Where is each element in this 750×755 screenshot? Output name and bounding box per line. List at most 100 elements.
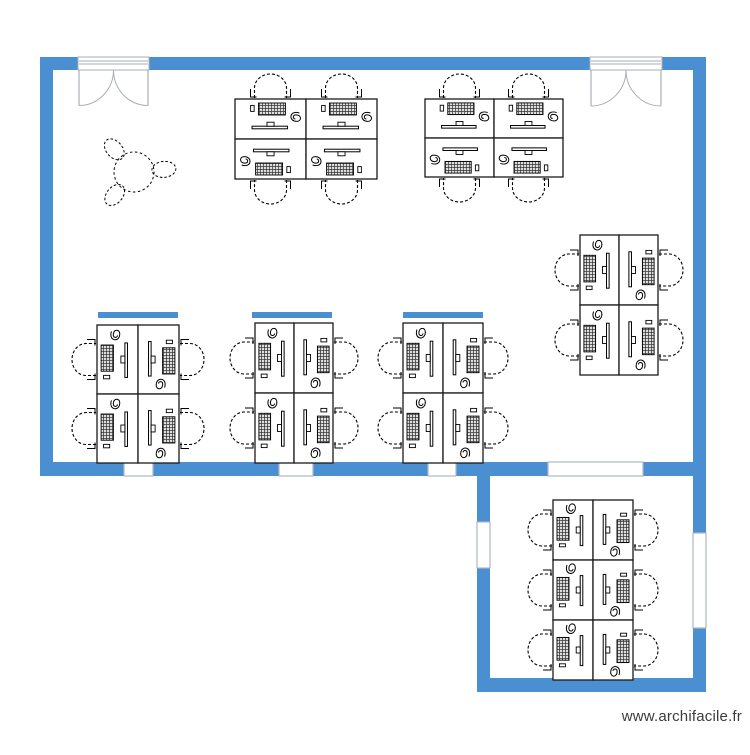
desk-workstation[interactable] — [234, 73, 307, 140]
phone-icon — [547, 111, 559, 122]
phone-icon — [592, 309, 603, 321]
office-chair — [659, 249, 684, 291]
desk-workstation[interactable] — [137, 393, 205, 464]
desk-workstation[interactable] — [305, 138, 378, 205]
office-chair — [484, 407, 509, 449]
desk-workstation[interactable] — [377, 392, 444, 464]
desk-workstation[interactable] — [493, 73, 564, 139]
desk-workstation[interactable] — [592, 499, 659, 561]
office-chair — [180, 339, 205, 380]
bottom-wall[interactable] — [40, 462, 706, 476]
chair-armrests — [543, 569, 552, 611]
door-swing-arc-left — [590, 69, 627, 107]
monitor-stand — [120, 424, 126, 433]
annex-bottom-wall[interactable] — [477, 678, 706, 692]
chair-back — [511, 73, 546, 98]
office-chair — [634, 569, 659, 611]
monitor-stand — [306, 424, 311, 432]
chair-armrests — [543, 509, 552, 551]
mouse — [620, 512, 628, 517]
desk-workstation[interactable] — [137, 324, 205, 395]
mouse — [508, 104, 514, 112]
chair-armrests — [245, 407, 254, 449]
office-chair — [439, 178, 480, 203]
chair-back — [324, 73, 359, 98]
monitor-stand — [266, 121, 275, 127]
phone-icon — [429, 154, 441, 165]
window-bottom-2[interactable] — [278, 461, 314, 477]
partition-3[interactable] — [403, 312, 483, 318]
mouse — [408, 443, 416, 449]
annex-left-wall[interactable] — [477, 462, 490, 692]
mouse — [585, 355, 593, 361]
double-door-left[interactable] — [77, 56, 150, 106]
desk-workstation[interactable] — [293, 392, 359, 464]
mouse — [165, 339, 173, 345]
desk-workstation[interactable] — [305, 73, 378, 140]
desk-workstation[interactable] — [424, 73, 495, 139]
desk-workstation[interactable] — [234, 138, 307, 205]
desk-workstation[interactable] — [493, 137, 564, 203]
keyboard — [447, 102, 475, 116]
desk-workstation[interactable] — [71, 393, 139, 464]
window-annex-right[interactable] — [692, 532, 707, 629]
partition-2[interactable] — [252, 312, 332, 318]
desk-workstation[interactable] — [424, 137, 495, 203]
desk-workstation[interactable] — [229, 392, 295, 464]
desk-workstation[interactable] — [592, 619, 659, 681]
keyboard — [316, 415, 330, 444]
chair-back — [377, 411, 402, 445]
desk-workstation[interactable] — [377, 322, 444, 394]
desk-workstation[interactable] — [527, 499, 594, 561]
phone-icon — [635, 359, 646, 371]
chair-armrests — [439, 178, 480, 187]
chair-back — [229, 411, 254, 445]
desk-workstation[interactable] — [554, 304, 620, 376]
desk-workstation[interactable] — [554, 234, 620, 306]
round-table-with-chairs[interactable] — [100, 135, 177, 209]
keyboard — [258, 342, 272, 371]
keyboard — [406, 412, 420, 441]
keyboard — [556, 516, 570, 541]
keyboard — [513, 160, 541, 174]
office-chair — [250, 180, 291, 205]
mouse — [558, 543, 566, 548]
window-bottom-3[interactable] — [427, 461, 457, 477]
desk-workstation[interactable] — [442, 392, 509, 464]
office-chair — [71, 339, 96, 380]
desk-workstation[interactable] — [592, 559, 659, 621]
mouse — [408, 373, 416, 379]
window-annex-top[interactable] — [547, 461, 644, 477]
chair-armrests — [245, 337, 254, 379]
left-wall[interactable] — [40, 57, 53, 476]
chair-back — [71, 342, 96, 377]
chair-back — [334, 341, 359, 375]
monitor-stand — [602, 336, 607, 344]
partition-1[interactable] — [98, 312, 178, 318]
phone-icon — [610, 666, 621, 677]
desk-workstation[interactable] — [527, 559, 594, 621]
desk-workstation[interactable] — [618, 304, 684, 376]
monitor-stand — [605, 646, 611, 654]
desk-workstation[interactable] — [71, 324, 139, 395]
office-chair — [229, 337, 254, 379]
chair-back — [634, 633, 659, 667]
double-door-right[interactable] — [589, 56, 663, 107]
phone-icon — [310, 377, 321, 389]
office-chair — [71, 408, 96, 449]
window-bottom-1[interactable] — [123, 461, 154, 477]
desk-workstation[interactable] — [293, 322, 359, 394]
window-annex-left[interactable] — [476, 521, 491, 569]
top-wall[interactable] — [40, 57, 706, 70]
chair-armrests — [634, 569, 643, 611]
desk-workstation[interactable] — [618, 234, 684, 306]
desk-workstation[interactable] — [442, 322, 509, 394]
desk-workstation[interactable] — [527, 619, 594, 681]
keyboard — [616, 579, 630, 604]
keyboard — [616, 639, 630, 664]
chair-armrests — [87, 339, 96, 380]
chair-armrests — [634, 629, 643, 671]
desk-workstation[interactable] — [229, 322, 295, 394]
door-swing-arc-right — [625, 69, 662, 107]
